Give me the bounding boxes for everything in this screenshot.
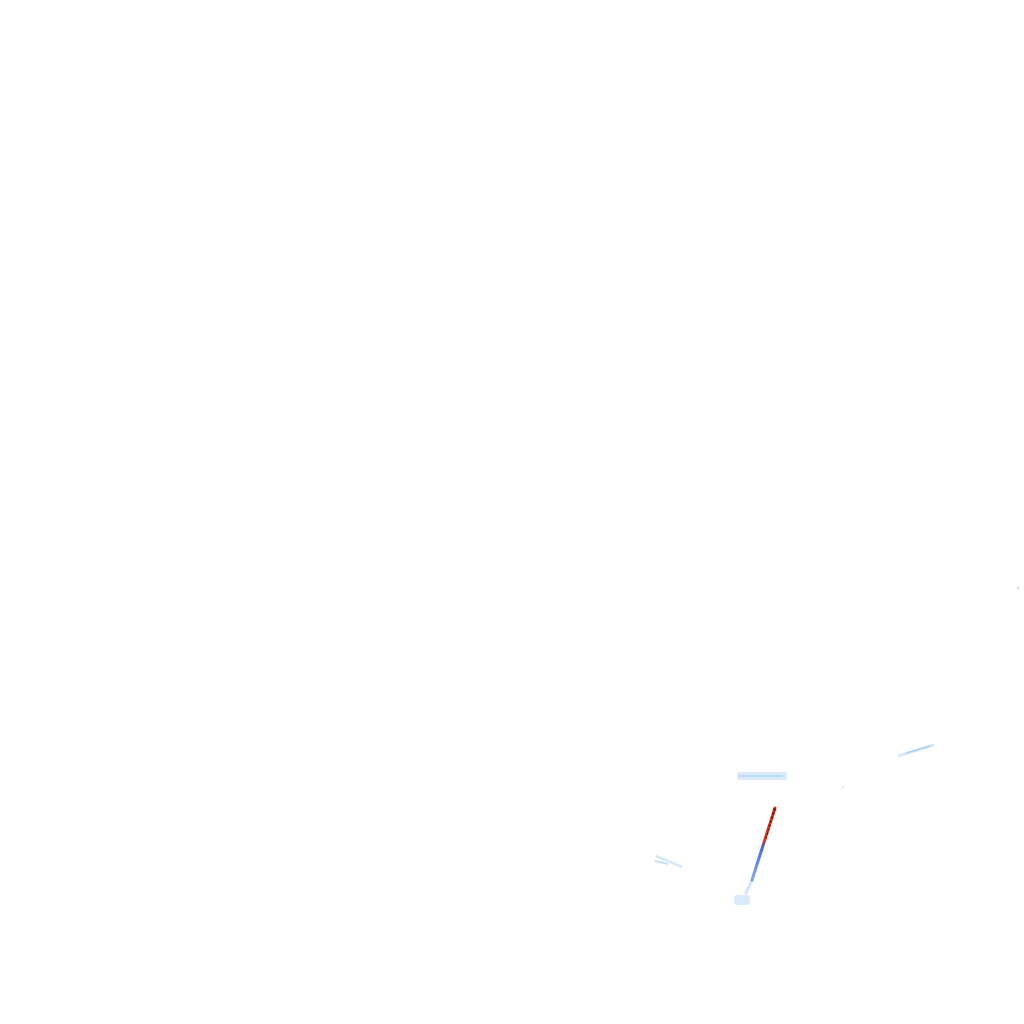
track-marker bbox=[771, 812, 775, 815]
track-markers bbox=[765, 807, 777, 839]
track-marker bbox=[768, 824, 771, 827]
faint-feature-northeast-streak-fine bbox=[905, 745, 931, 754]
track-faint-tail bbox=[744, 878, 754, 895]
faint-feature-west-streak-fine bbox=[654, 860, 669, 865]
track[interactable] bbox=[744, 806, 777, 895]
track-line bbox=[750, 806, 777, 882]
faint-feature-lower-blob bbox=[734, 895, 750, 905]
track-marker bbox=[766, 832, 769, 835]
faint-features bbox=[654, 586, 1020, 905]
faint-feature-dot-edge bbox=[1016, 586, 1020, 590]
track-marker bbox=[772, 807, 777, 812]
track-marker bbox=[770, 816, 774, 819]
faint-feature-dot bbox=[841, 785, 845, 789]
track-marker bbox=[769, 820, 773, 823]
track-marker bbox=[767, 828, 770, 831]
track-marker bbox=[765, 836, 767, 839]
faint-feature-west-streak bbox=[655, 854, 683, 869]
faint-feature-upper-band-line bbox=[739, 775, 783, 777]
